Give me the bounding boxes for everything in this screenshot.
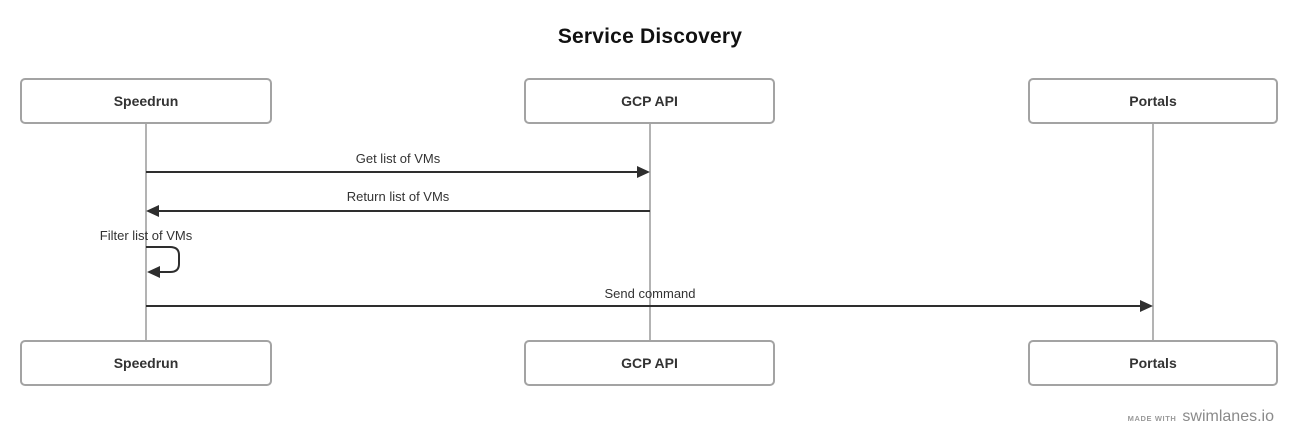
message-label-return-list: Return list of VMs (346, 189, 450, 204)
diagram-title: Service Discovery (557, 25, 743, 48)
actor-label: Speedrun (113, 355, 179, 371)
actor-label: GCP API (621, 93, 678, 109)
arrowhead-left-icon (146, 205, 159, 217)
actor-box-gcp-api-bottom: GCP API (524, 340, 775, 386)
footer-branding: MADE WITH swimlanes.io (1128, 408, 1274, 426)
footer-brand-link[interactable]: swimlanes.io (1182, 408, 1274, 425)
actor-box-portals-bottom: Portals (1028, 340, 1278, 386)
actor-box-speedrun-top: Speedrun (20, 78, 272, 124)
footer-made-with-label: MADE WITH (1127, 414, 1177, 423)
message-label-get-list: Get list of VMs (355, 151, 441, 166)
message-label-filter-list: Filter list of VMs (99, 228, 193, 243)
actor-box-speedrun-bottom: Speedrun (20, 340, 272, 386)
actor-box-portals-top: Portals (1028, 78, 1278, 124)
arrowhead-left-icon (147, 266, 160, 278)
actor-label: GCP API (621, 355, 678, 371)
actor-box-gcp-api-top: GCP API (524, 78, 775, 124)
message-label-send-command: Send command (604, 286, 696, 301)
actor-label: Speedrun (113, 93, 179, 109)
arrowhead-right-icon (637, 166, 650, 178)
self-message-loop (146, 246, 180, 273)
actor-label: Portals (1129, 93, 1177, 109)
arrowhead-right-icon (1140, 300, 1153, 312)
actor-label: Portals (1129, 355, 1177, 371)
